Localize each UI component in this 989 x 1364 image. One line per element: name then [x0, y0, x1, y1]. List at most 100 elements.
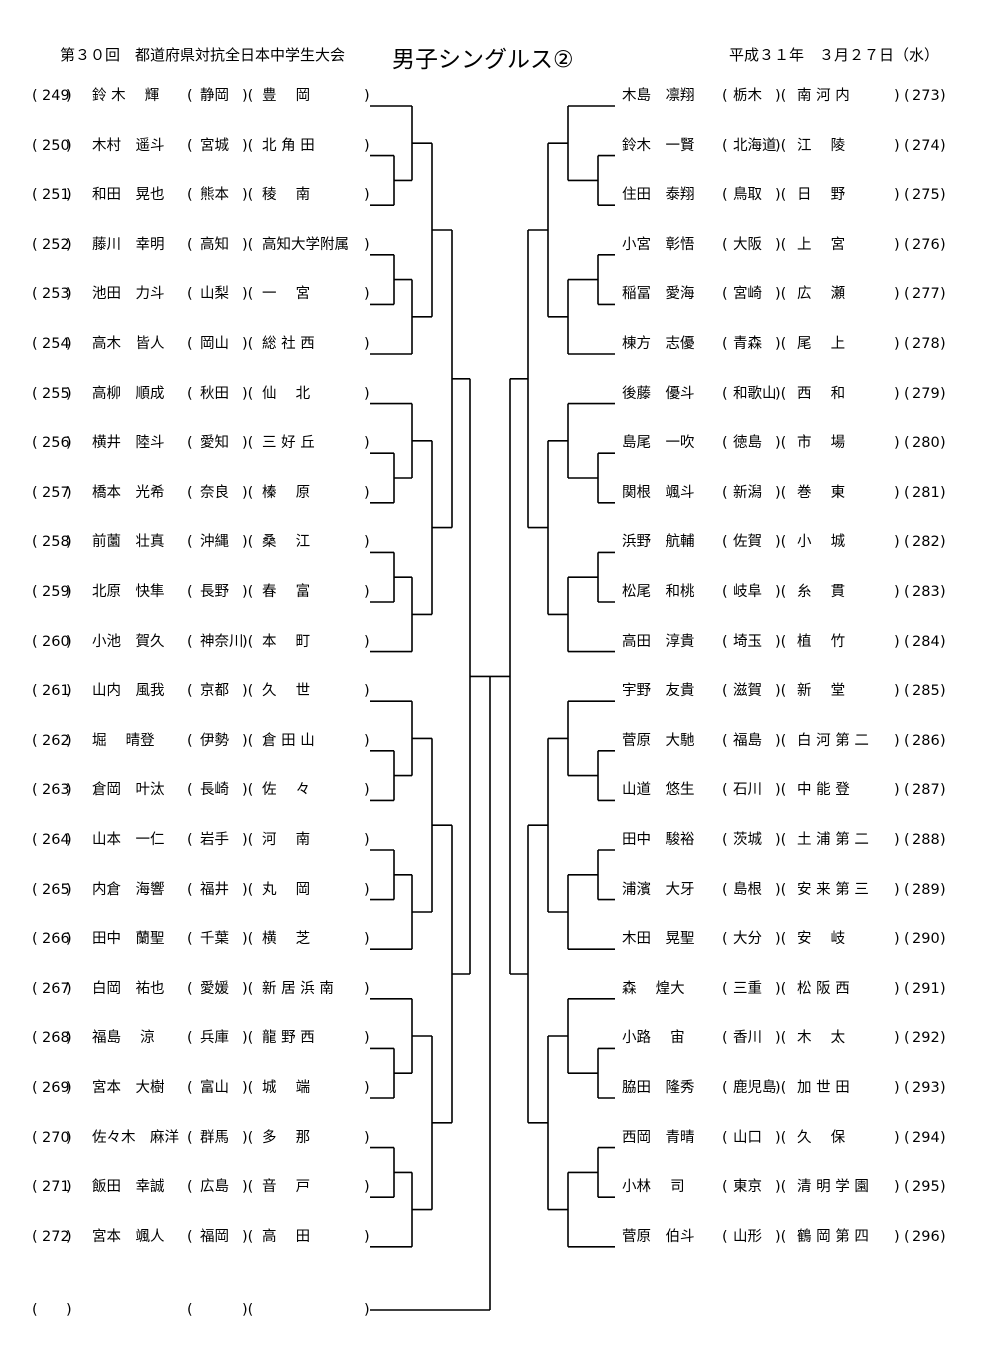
bracket-paren: ) — [66, 1030, 72, 1047]
bracket-entry: 宇野 友貴(滋賀)(新 堂)(285) — [0, 681, 989, 701]
bracket-paren: ( — [904, 980, 910, 997]
player-name: 島尾 一吹 — [622, 435, 695, 452]
bracket-paren: ) — [940, 286, 946, 303]
bracket-paren: ) — [66, 584, 72, 600]
bracket-paren: )( — [242, 980, 254, 997]
bracket-paren: ) — [364, 931, 370, 948]
bracket-paren: ) — [66, 683, 72, 700]
player-name: 山本 一仁 — [92, 832, 165, 848]
bracket-paren: ) — [940, 732, 946, 749]
bracket-paren: ) — [894, 236, 900, 253]
school-name: 北 角 田 — [262, 137, 315, 154]
bracket-paren: )( — [775, 236, 787, 253]
bracket-paren: ( — [32, 336, 38, 352]
school-name: 巻 東 — [797, 484, 846, 501]
bracket-paren: )( — [242, 88, 254, 104]
bracket-paren: ( — [722, 187, 728, 204]
bracket-paren: ( — [32, 1228, 38, 1245]
bracket-paren: ) — [364, 881, 370, 898]
school-name: 新 居 浜 南 — [262, 980, 334, 997]
entry-number: 251 — [42, 187, 70, 204]
bracket-paren: ) — [66, 832, 72, 848]
player-name: 棟方 志優 — [622, 336, 695, 352]
school-name: 安 来 第 三 — [797, 881, 869, 898]
bracket-paren: ( — [187, 137, 193, 154]
school-name: 鶴 岡 第 四 — [797, 1228, 869, 1245]
bracket-paren: )( — [242, 1228, 254, 1245]
entry-number: 296 — [912, 1228, 940, 1245]
school-name: 松 阪 西 — [797, 980, 850, 997]
bracket-paren: ( — [32, 534, 38, 551]
player-name: 浜野 航輔 — [622, 534, 695, 551]
bracket-paren: )( — [242, 1080, 254, 1096]
entry-number: 283 — [912, 584, 940, 600]
prefecture: 鹿児島 — [733, 1080, 777, 1096]
bracket-paren: ) — [364, 1179, 370, 1196]
bracket-paren: ) — [894, 732, 900, 749]
bracket-entry: 浦濱 大牙(島根)(安 来 第 三)(289) — [0, 880, 989, 900]
bracket-entry: 菅原 大馳(福島)(白 河 第 二)(286) — [0, 731, 989, 751]
school-name: 城 端 — [262, 1080, 311, 1096]
prefecture: 茨城 — [733, 832, 762, 848]
bracket-paren: ) — [940, 881, 946, 898]
school-name: 市 場 — [797, 435, 846, 452]
bracket-paren: ) — [894, 881, 900, 898]
bracket-entry: 小宮 彰悟(大阪)(上 宮)(276) — [0, 235, 989, 255]
bracket-paren: ( — [722, 732, 728, 749]
prefecture: 千葉 — [200, 931, 229, 948]
bracket-paren: ) — [364, 782, 370, 799]
school-name: 高 田 — [262, 1228, 311, 1245]
bracket-paren: ) — [66, 881, 72, 898]
bracket-paren: ) — [940, 187, 946, 204]
bracket-entry: (250)木村 遥斗(宮城)(北 角 田) — [0, 136, 989, 156]
bracket-paren: ( — [904, 584, 910, 600]
bracket-paren: ) — [66, 931, 72, 948]
bracket-paren: )( — [242, 683, 254, 700]
bracket-paren: )( — [242, 484, 254, 501]
bracket-entry: 脇田 隆秀(鹿児島)(加 世 田)(293) — [0, 1078, 989, 1098]
entry-number: 276 — [912, 236, 940, 253]
bracket-paren: ( — [722, 1129, 728, 1146]
bracket-entry: (260)小池 賀久(神奈川)(本 町) — [0, 632, 989, 652]
school-name: 南 河 内 — [797, 88, 850, 104]
bracket-paren: ) — [940, 137, 946, 154]
bracket-paren: ) — [66, 137, 72, 154]
school-name: 久 世 — [262, 683, 311, 700]
entry-number: 266 — [42, 931, 70, 948]
bracket-entry: (256)横井 陸斗(愛知)(三 好 丘) — [0, 433, 989, 453]
bracket-entry: 高田 淳貴(埼玉)(植 竹)(284) — [0, 632, 989, 652]
bracket-paren: )( — [775, 832, 787, 848]
bracket-paren: ( — [722, 137, 728, 154]
entry-number: 294 — [912, 1129, 940, 1146]
entry-number: 261 — [42, 683, 70, 700]
bracket-paren: ) — [940, 336, 946, 352]
bracket-paren: ) — [66, 236, 72, 253]
bracket-paren: ( — [187, 1179, 193, 1196]
bracket-paren: ( — [32, 484, 38, 501]
bracket-paren: ) — [940, 1129, 946, 1146]
prefecture: 広島 — [200, 1179, 229, 1196]
bracket-entry: 棟方 志優(青森)(尾 上)(278) — [0, 334, 989, 354]
bracket-paren: ( — [187, 1129, 193, 1146]
bracket-paren: ) — [364, 286, 370, 303]
entry-number: 292 — [912, 1030, 940, 1047]
bracket-paren: ( — [32, 980, 38, 997]
school-name: 一 宮 — [262, 286, 311, 303]
prefecture: 熊本 — [200, 187, 229, 204]
event-name: 第３０回 都道府県対抗全日本中学生大会 — [60, 46, 346, 64]
prefecture: 大阪 — [733, 236, 762, 253]
prefecture: 伊勢 — [200, 732, 229, 749]
bracket-paren: ) — [894, 187, 900, 204]
bracket-paren: )( — [775, 187, 787, 204]
entry-number: 272 — [42, 1228, 70, 1245]
bracket-entry: 田中 駿裕(茨城)(土 浦 第 二)(288) — [0, 830, 989, 850]
bracket-paren: ) — [364, 534, 370, 551]
school-name: 河 南 — [262, 832, 311, 848]
bracket-entry: 菅原 伯斗(山形)(鶴 岡 第 四)(296) — [0, 1227, 989, 1247]
prefecture: 岡山 — [200, 336, 229, 352]
bracket-entry: (261)山内 風我(京都)(久 世) — [0, 681, 989, 701]
bracket-paren: ( — [32, 782, 38, 799]
bracket-entry: 小路 宙(香川)(木 太)(292) — [0, 1028, 989, 1048]
bracket-paren: ( — [904, 1129, 910, 1146]
school-name: 尾 上 — [797, 336, 846, 352]
